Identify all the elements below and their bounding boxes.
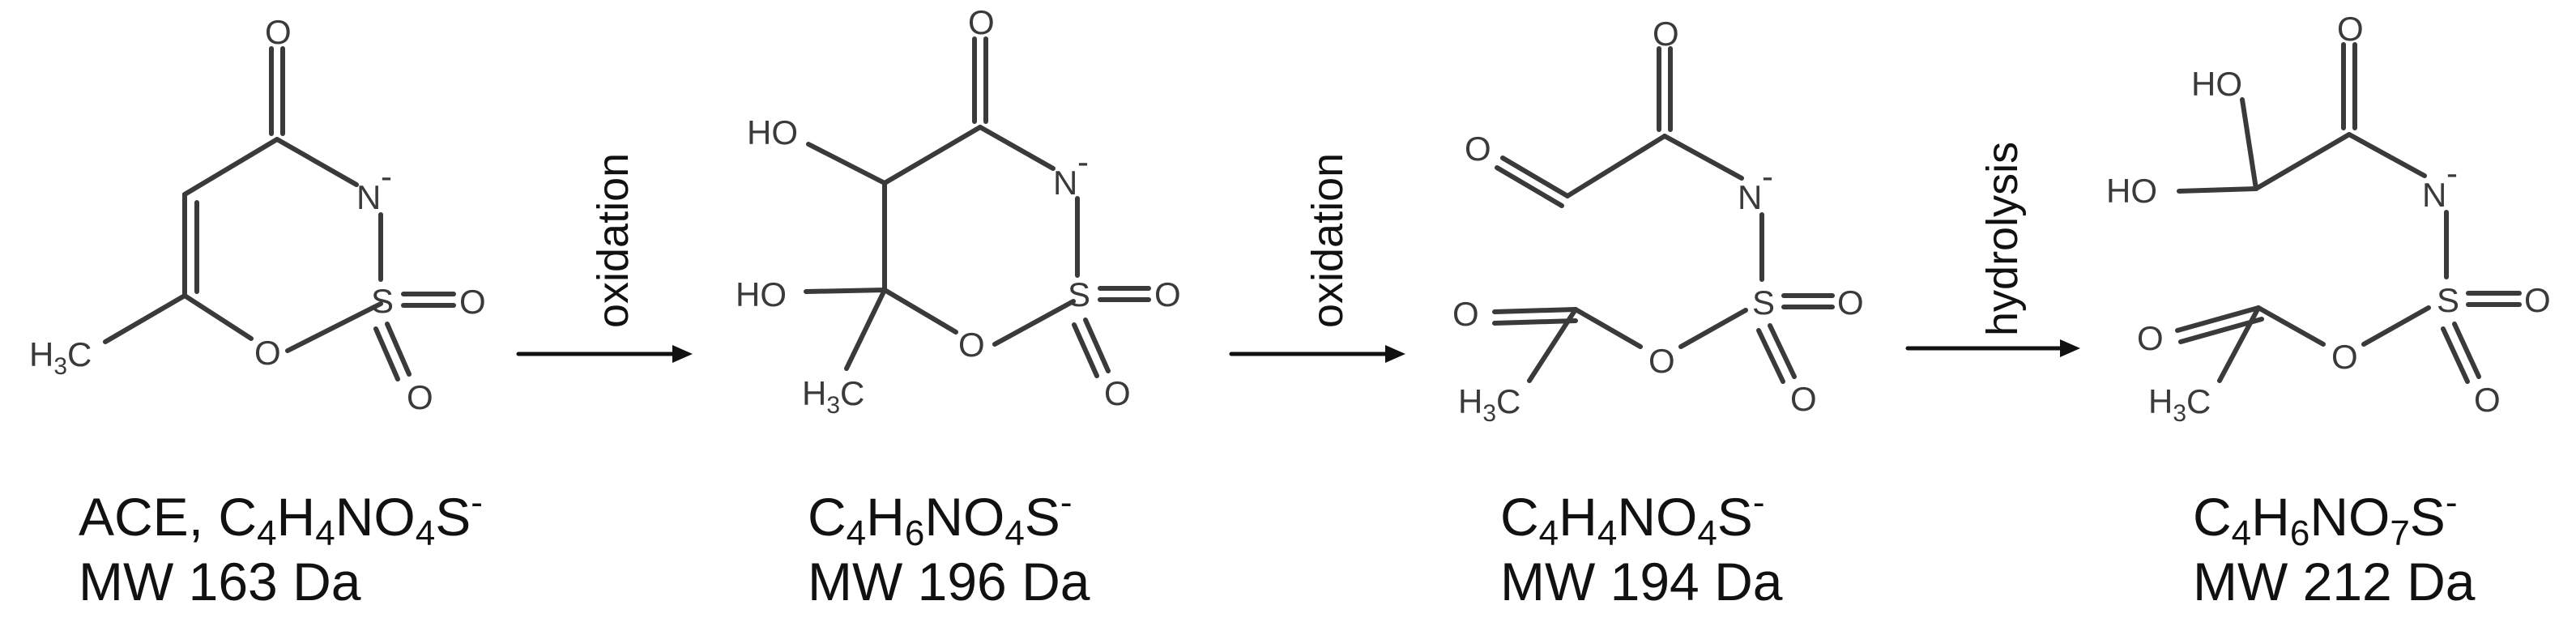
methyl-label: H3C (1458, 382, 1520, 427)
atom-o: O (1452, 295, 1479, 333)
atom-o: O (2474, 381, 2501, 419)
molecule-2 (804, 36, 1151, 378)
charge-sign: - (381, 157, 392, 195)
atom-o: O (2331, 338, 2358, 376)
atom-s: S (371, 282, 394, 320)
formula-part: H (866, 487, 905, 547)
compound-formula: C4H6NO4S- (808, 483, 1090, 552)
atom-o: O (1104, 374, 1131, 412)
atom-n: N (2422, 176, 2446, 214)
atom-o: O (2137, 319, 2164, 357)
formula-part: 4 (257, 514, 277, 553)
atom-s: S (2437, 281, 2459, 319)
compound-name: ACE, (79, 487, 219, 547)
atom-o: O (2524, 281, 2551, 319)
compound-formula: ACE, C4H4NO4S- (79, 483, 483, 552)
charge-sign: - (1077, 143, 1089, 181)
atom-s: S (1752, 283, 1775, 322)
methyl-label: H3C (802, 374, 864, 419)
atom-o: O (459, 283, 486, 321)
hydroxyl-label: HO (2106, 172, 2157, 210)
atom-o: O (958, 326, 985, 364)
methyl-label: H3C (29, 335, 92, 380)
molecule-3 (1492, 46, 1835, 384)
charge-sign: - (2446, 154, 2458, 192)
formula-part: NO (2309, 487, 2390, 547)
formula-part: 6 (904, 514, 925, 553)
formula-part: 4 (1538, 514, 1559, 553)
atom-n: N (356, 178, 381, 216)
formula-part: S (2409, 487, 2446, 547)
formula-part: S (1717, 487, 1753, 547)
formula-part: NO (924, 487, 1005, 547)
hydroxyl-label: HO (2191, 65, 2242, 103)
atom-o: O (2337, 10, 2364, 48)
atom-o: O (265, 13, 292, 51)
formula-part: 4 (2231, 514, 2252, 553)
formula-part: S (435, 487, 471, 547)
hydroxyl-label: HO (747, 113, 798, 151)
arrow-2-head (1385, 345, 1405, 363)
arrow-1-label: oxidation (589, 153, 638, 328)
formula-part: - (2445, 483, 2458, 522)
arrow-3-head (2060, 339, 2080, 357)
atom-s: S (1068, 275, 1090, 313)
arrow-1-head (672, 345, 693, 363)
formula-part: 4 (1597, 514, 1618, 553)
molecule-ace (103, 46, 456, 381)
atom-o: O (1648, 342, 1675, 380)
formula-part: NO (1617, 487, 1698, 547)
atom-o: O (1154, 275, 1181, 313)
formula-part: NO (335, 487, 416, 547)
atom-o: O (407, 378, 433, 416)
compound-3-caption: C4H4NO4S- MW 194 Da (1500, 484, 1782, 614)
atom-o: O (1837, 283, 1864, 322)
methyl-label: H3C (2148, 382, 2211, 427)
formula-part: C (1500, 487, 1539, 547)
formula-part: 4 (1697, 514, 1717, 553)
molecular-weight: MW 163 Da (79, 552, 361, 612)
compound-1-caption: ACE, C4H4NO4S- MW 163 Da (79, 484, 483, 614)
charge-sign: - (1762, 157, 1773, 195)
formula-part: 4 (315, 514, 335, 553)
formula-part: 4 (415, 514, 436, 553)
molecular-weight: MW 212 Da (2193, 552, 2476, 612)
arrow-3-label: hydrolysis (1978, 142, 2027, 336)
formula-part: H (276, 487, 316, 547)
formula-part: C (218, 487, 258, 547)
compound-formula: C4H6NO7S- (2193, 483, 2475, 552)
atom-o: O (1465, 130, 1491, 168)
formula-part: 7 (2390, 514, 2410, 553)
atom-o: O (968, 3, 995, 41)
formula-part: 6 (2289, 514, 2310, 553)
atom-n: N (1738, 178, 1762, 216)
arrow-2-label: oxidation (1303, 153, 1352, 328)
molecular-weight: MW 196 Da (808, 552, 1090, 612)
formula-part: 4 (846, 514, 867, 553)
atom-o: O (254, 334, 281, 372)
atom-o: O (1790, 380, 1817, 418)
compound-formula: C4H4NO4S- (1500, 483, 1782, 552)
formula-part: C (2193, 487, 2232, 547)
formula-part: H (1559, 487, 1597, 547)
formula-part: - (471, 483, 483, 522)
molecule-4 (2175, 42, 2522, 384)
molecular-weight: MW 194 Da (1500, 552, 1783, 612)
formula-part: H (2251, 487, 2290, 547)
compound-4-caption: C4H6NO7S- MW 212 Da (2193, 484, 2475, 614)
formula-part: - (1752, 483, 1765, 522)
formula-part: C (808, 487, 847, 547)
compound-2-caption: C4H6NO4S- MW 196 Da (808, 484, 1090, 614)
atom-n: N (1053, 164, 1077, 202)
formula-part: - (1060, 483, 1073, 522)
formula-part: S (1024, 487, 1060, 547)
formula-part: 4 (1004, 514, 1025, 553)
hydroxyl-label: HO (736, 275, 787, 313)
atom-o: O (1653, 15, 1679, 53)
